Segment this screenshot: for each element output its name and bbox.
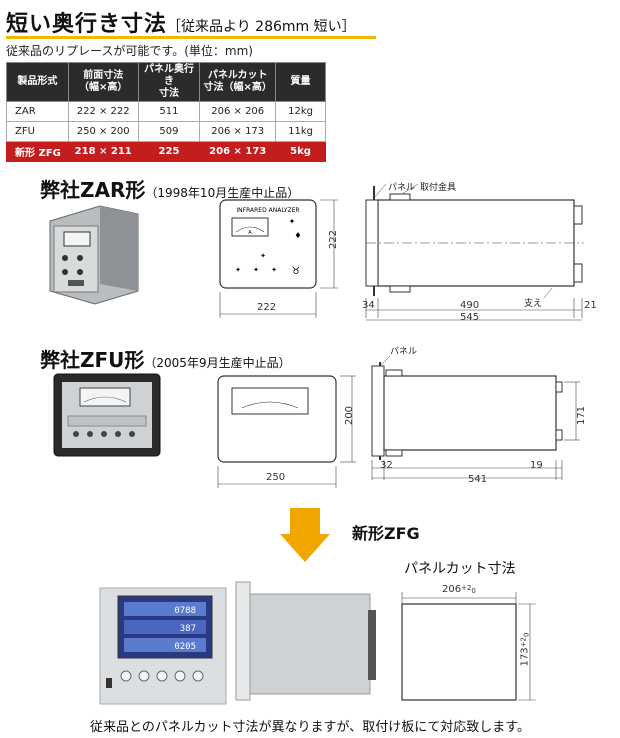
zfu-dim-front: 32 [380, 460, 393, 471]
zar-width-dimension [219, 292, 317, 318]
zar-height-dimension [320, 199, 338, 289]
zfg-screen-value-3: 0205 [174, 642, 196, 652]
zfg-heading: 新形ZFG [352, 524, 420, 543]
zfg-photo: 0788 387 0205 [99, 581, 376, 705]
page-title: 短い奥行き寸法［従来品より 286mm 短い］ [6, 6, 356, 38]
zar-side-view [365, 183, 584, 321]
title-text: 短い奥行き寸法 [6, 12, 168, 37]
zar-dim-body: 490 [460, 300, 480, 311]
zar-dim-total: 545 [460, 312, 480, 323]
table-row: ZAR 222 × 222 511 206 × 206 12kg [6, 101, 326, 122]
down-arrow-icon [280, 508, 330, 562]
zfu-heading: 弊社ZFU形（2005年9月生産中止品） [40, 348, 291, 372]
zfu-side-height-label: 171 [576, 405, 588, 426]
title-subtitle: ［従来品より 286mm 短い］ [167, 19, 356, 35]
header-panel-cut: パネルカット寸法（幅×高） [199, 62, 277, 102]
zar-gauge-mark: A [248, 230, 252, 236]
header-front-size: 前面寸法（幅×高） [67, 62, 139, 102]
zfu-width-dimension [217, 466, 337, 488]
panel-cut-height: 173+20 [519, 632, 531, 667]
zfu-panel-label: パネル [390, 347, 418, 357]
zar-photo [49, 205, 139, 305]
zar-support-label: 支え [524, 299, 543, 309]
header-depth: パネル奥行き寸法 [137, 62, 201, 102]
zar-front-glyph: ♦ [294, 231, 301, 240]
zfg-screen-value-2: 387 [180, 624, 196, 634]
zar-analyzer-label: INFRARED ANALYZER [236, 207, 299, 214]
zfu-width-label: 250 [266, 472, 286, 483]
header-model: 製品形式 [6, 62, 69, 102]
footer-note: 従来品とのパネルカット寸法が異なりますが、取付け板にて対応致します。 [90, 720, 530, 735]
zar-front-glyph: ✦ [289, 217, 296, 226]
zar-front-glyph: ✦ [260, 252, 266, 260]
zfu-dim-rear: 19 [530, 460, 543, 471]
zar-dim-front: 34 [362, 300, 375, 311]
zar-front-glyph: ♉ [292, 266, 301, 277]
zar-panel-label: パネル [388, 183, 416, 193]
zfu-dim-total: 541 [468, 474, 488, 485]
zfu-side-view [371, 355, 580, 480]
panel-cut-width: 206+20 [442, 584, 476, 595]
zfu-photo [53, 373, 161, 457]
zar-front-glyph: ✦ [235, 266, 241, 274]
zar-bracket-label: 取付金具 [420, 183, 457, 193]
zar-width-label: 222 [257, 302, 277, 313]
zar-front-glyph: ✦ [271, 266, 277, 274]
panel-cut-title: パネルカット寸法 [404, 561, 516, 577]
zar-front-glyph: ✦ [253, 266, 259, 274]
zfu-height-label: 200 [344, 405, 356, 426]
zar-heading: 弊社ZAR形（1998年10月生産中止品） [40, 178, 300, 202]
table-header-row: 製品形式 前面寸法（幅×高） パネル奥行き寸法 パネルカット寸法（幅×高） 質量 [6, 62, 326, 102]
table-row: ZFU 250 × 200 509 206 × 173 11kg [6, 121, 326, 142]
zfu-front-view [217, 375, 337, 463]
zar-front-view: INFRARED ANALYZER A ✦ ♦ ✦ ✦ ✦ ✦ ♉ [219, 199, 317, 289]
unit-note: 従来品のリプレースが可能です。(単位：mm) [6, 44, 253, 58]
zfu-height-dimension [340, 375, 356, 463]
zar-height-label: 222 [328, 229, 340, 250]
header-weight: 質量 [275, 62, 326, 102]
panel-cut-diagram [401, 592, 536, 701]
spec-table: 製品形式 前面寸法（幅×高） パネル奥行き寸法 パネルカット寸法（幅×高） 質量… [6, 62, 326, 162]
zar-dim-rear: 21 [584, 300, 597, 311]
table-row-new-model: 新形 ZFG 218 × 211 225 206 × 173 5kg [6, 141, 326, 162]
zfg-screen-value-1: 0788 [174, 606, 196, 616]
title-underline [6, 36, 376, 39]
